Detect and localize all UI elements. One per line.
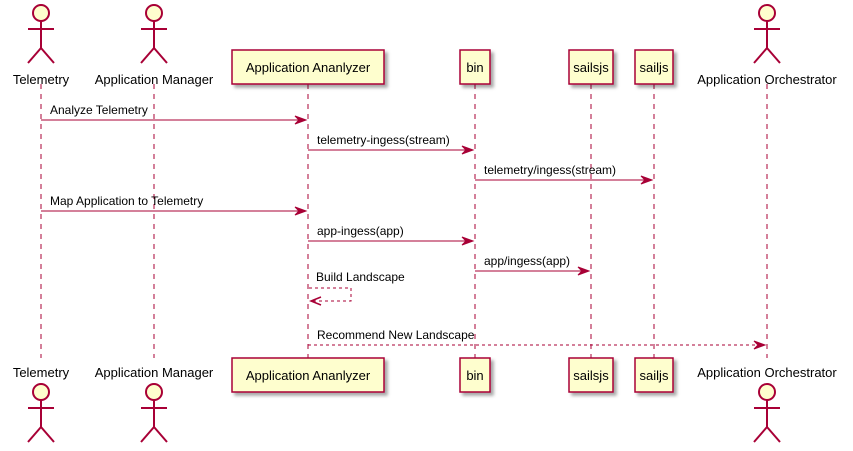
- message-label: Recommend New Landscape: [317, 328, 475, 342]
- actor-leg-right: [40, 47, 55, 64]
- arrowhead-icon: [753, 340, 767, 350]
- participant-box: [568, 357, 614, 393]
- participant-label: sailsjs: [573, 60, 609, 75]
- arrowhead-icon: [308, 296, 322, 306]
- arrowhead-icon: [577, 266, 591, 276]
- actor-orchestrator-bottom: [753, 383, 781, 443]
- message-2: telemetry-ingess(stream): [308, 133, 475, 155]
- message-label: Analyze Telemetry: [50, 103, 148, 117]
- message-1: Analyze Telemetry: [41, 103, 308, 125]
- participant-box-sailjs-bottom: sailjs: [634, 357, 674, 393]
- message-6: app/ingess(app): [475, 254, 591, 276]
- participant-label: sailjs: [640, 368, 669, 383]
- participant-box-sailjs-top: sailjs: [634, 49, 674, 85]
- message-label: telemetry-ingess(stream): [317, 133, 450, 147]
- actor-head-icon: [32, 4, 50, 22]
- message-8: Recommend New Landscape: [308, 328, 767, 350]
- actor-appmgr-bottom: [140, 383, 168, 443]
- message-label: app/ingess(app): [484, 254, 570, 268]
- participant-box-sailsjs-top: sailsjs: [568, 49, 614, 85]
- actor-leg-left: [27, 426, 42, 443]
- actor-head-icon: [145, 383, 163, 401]
- arrowhead-icon: [294, 115, 308, 125]
- actor-appmgr-top: [140, 4, 168, 64]
- message-7: Build Landscape: [308, 270, 405, 306]
- message-3: telemetry/ingess(stream): [475, 163, 654, 185]
- participant-label: Telemetry: [13, 72, 70, 87]
- participant-label: Application Orchestrator: [697, 72, 837, 87]
- participant-box: [231, 357, 385, 393]
- message-5: app-ingess(app): [308, 224, 475, 246]
- participant-box: [459, 49, 491, 85]
- actor-leg-right: [766, 426, 781, 443]
- participant-label: Application Manager: [95, 72, 214, 87]
- actor-leg-right: [153, 426, 168, 443]
- actor-leg-right: [153, 47, 168, 64]
- message-label: Map Application to Telemetry: [50, 194, 203, 208]
- participant-label: sailsjs: [573, 368, 609, 383]
- participant-label: Application Ananlyzer: [246, 368, 371, 383]
- actor-head-icon: [758, 383, 776, 401]
- participant-box-analyzer-top: Application Ananlyzer: [231, 49, 385, 85]
- participant-feet: Telemetry Application Manager Application …: [13, 357, 837, 443]
- actor-leg-right: [766, 47, 781, 64]
- participant-box: [459, 357, 491, 393]
- arrowhead-icon: [294, 206, 308, 216]
- messages: Analyze Telemetry telemetry-ingess(stream…: [41, 103, 767, 350]
- actor-head-icon: [145, 4, 163, 22]
- actor-head-icon: [32, 383, 50, 401]
- actor-leg-left: [140, 426, 155, 443]
- participant-box: [634, 49, 674, 85]
- actor-orchestrator-top: [753, 4, 781, 64]
- participant-label: Telemetry: [13, 365, 70, 380]
- message-arrow-line: [309, 287, 352, 302]
- message-label: Build Landscape: [316, 270, 405, 284]
- actor-leg-left: [753, 426, 768, 443]
- participant-label: Application Manager: [95, 365, 214, 380]
- participant-box: [231, 49, 385, 85]
- participant-box: [568, 49, 614, 85]
- participant-label: sailjs: [640, 60, 669, 75]
- participant-box-bin-bottom: bin: [459, 357, 491, 393]
- actor-telemetry-bottom: [27, 383, 55, 443]
- message-4: Map Application to Telemetry: [41, 194, 308, 216]
- participant-label: Application Orchestrator: [697, 365, 837, 380]
- participant-label: bin: [466, 60, 483, 75]
- actor-telemetry-top: [27, 4, 55, 64]
- actor-head-icon: [758, 4, 776, 22]
- participant-label: Application Ananlyzer: [246, 60, 371, 75]
- actor-leg-left: [27, 47, 42, 64]
- participant-box-bin-top: bin: [459, 49, 491, 85]
- participant-box: [634, 357, 674, 393]
- arrowhead-icon: [461, 236, 475, 246]
- arrowhead-icon: [640, 175, 654, 185]
- participant-box-analyzer-bottom: Application Ananlyzer: [231, 357, 385, 393]
- participant-heads: Telemetry Application Manager Application …: [13, 4, 837, 87]
- arrowhead-icon: [461, 145, 475, 155]
- message-label: app-ingess(app): [317, 224, 404, 238]
- participant-label: bin: [466, 368, 483, 383]
- actor-leg-left: [753, 47, 768, 64]
- actor-leg-left: [140, 47, 155, 64]
- actor-leg-right: [40, 426, 55, 443]
- participant-box-sailsjs-bottom: sailsjs: [568, 357, 614, 393]
- message-label: telemetry/ingess(stream): [484, 163, 616, 177]
- lifelines: [40, 84, 768, 358]
